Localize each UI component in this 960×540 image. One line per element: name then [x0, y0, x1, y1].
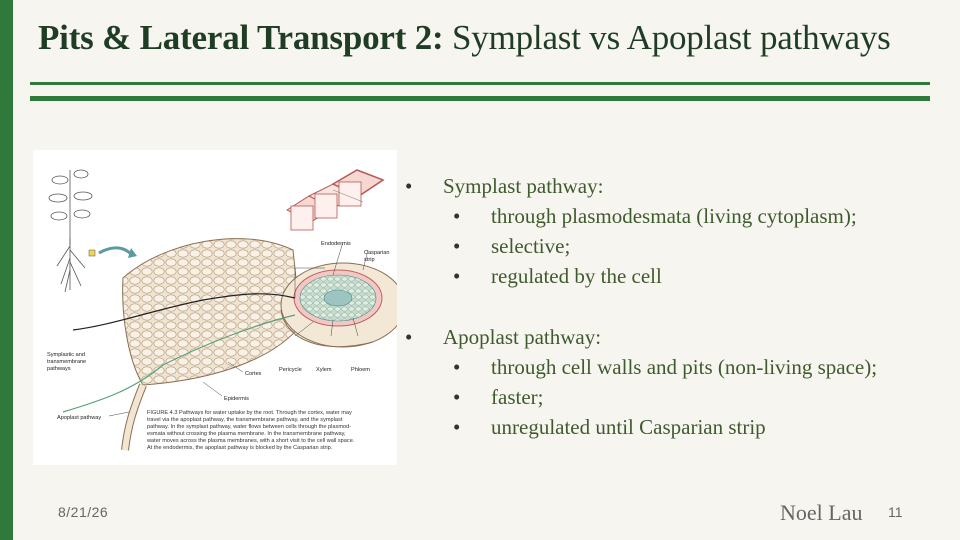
root-pathways-figure: Endodermis Casparian strip Symplastic an…	[33, 150, 397, 465]
label-symplastic-2: transmembrane	[47, 359, 86, 365]
bullet-apoplast-item: unregulated until Casparian strip	[405, 414, 945, 440]
zoom-arrow	[98, 246, 133, 256]
slide-title-rest: Symplast vs Apoplast pathways	[443, 18, 891, 57]
plant-sketch	[48, 169, 93, 293]
zoom-marker	[88, 249, 96, 257]
bullet-symplast-item: selective;	[405, 233, 945, 259]
title-rule-bottom	[30, 96, 930, 101]
title-rule-top	[30, 82, 930, 85]
label-pericycle: Pericycle	[279, 367, 302, 373]
label-strip: strip	[364, 257, 375, 263]
slide-title-bold: Pits & Lateral Transport 2:	[38, 18, 444, 57]
footer-date: 8/21/26	[58, 504, 109, 520]
symplast-pathway-line	[72, 293, 296, 331]
label-cortex: Cortex	[245, 371, 262, 377]
apoplast-pathway-line	[62, 314, 296, 413]
bullet-symplast-heading: Symplast pathway:	[405, 173, 945, 199]
slide-title: Pits & Lateral Transport 2: Symplast vs …	[38, 18, 891, 58]
bullet-symplast-item: regulated by the cell	[405, 263, 945, 289]
label-epidermis: Epidermis	[224, 396, 249, 402]
bullet-list: Symplast pathway: through plasmodesmata …	[405, 173, 945, 444]
label-xylem: Xylem	[316, 367, 332, 373]
label-symplastic-3: pathways	[47, 366, 71, 372]
svg-text:At the endodermis, the apoplas: At the endodermis, the apoplast pathway …	[147, 445, 333, 451]
svg-text:travel via the apoplast pathwa: travel via the apoplast pathway, the tra…	[147, 417, 343, 423]
label-casparian: Casparian	[364, 250, 390, 256]
figure-caption: FIGURE 4.3 Pathways for water uptake by …	[146, 410, 355, 451]
footer-author: Noel Lau	[780, 500, 863, 525]
slide-number: 11	[888, 504, 903, 520]
label-apoplast-pathway: Apoplast pathway	[57, 415, 101, 421]
label-symplastic-1: Symplastic and	[47, 352, 85, 358]
svg-text:water moves across the plasma: water moves across the plasma membranes,…	[146, 438, 355, 444]
bullet-symplast-item: through plasmodesmata (living cytoplasm)…	[405, 203, 945, 229]
bullet-apoplast-item: faster;	[405, 384, 945, 410]
left-accent-bar	[0, 0, 13, 540]
cortex-block	[122, 238, 302, 386]
svg-text:esmata without crossing the pl: esmata without crossing the plasma membr…	[147, 431, 346, 437]
svg-text:FIGURE 4.3 Pathways for wate: FIGURE 4.3 Pathways for water uptake by …	[147, 410, 352, 416]
bullet-apoplast-heading: Apoplast pathway:	[405, 324, 945, 350]
label-phloem: Phloem	[351, 367, 370, 373]
svg-text:pathway. In the symplast pathw: pathway. In the symplast pathway, water …	[147, 424, 351, 430]
endodermis-cells-inset	[285, 169, 385, 231]
root-diagram: Endodermis Casparian strip Symplastic an…	[47, 169, 397, 451]
label-endodermis: Endodermis	[321, 241, 351, 247]
bullet-apoplast-item: through cell walls and pits (non-living …	[405, 354, 945, 380]
